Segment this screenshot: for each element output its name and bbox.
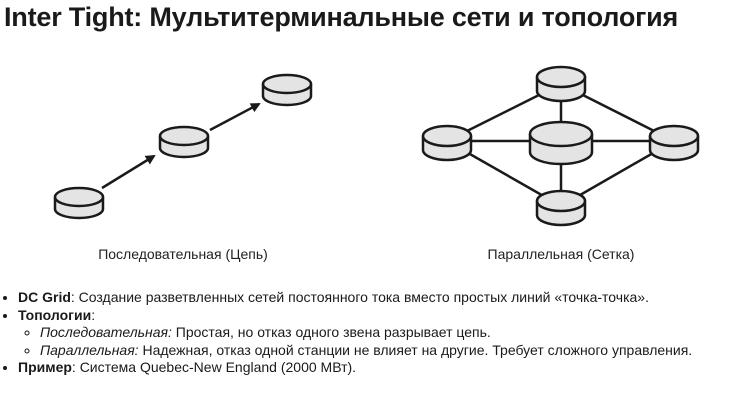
bullet-list: DC Grid: Создание разветвленных сетей по… (0, 289, 745, 377)
parallel-mesh-diagram: Параллельная (Сетка) (421, 65, 700, 262)
sub-bullet-serial: Последовательная: Простая, но отказ одно… (40, 324, 745, 342)
bullet-dc-grid: DC Grid: Создание разветвленных сетей по… (18, 289, 745, 307)
serial-term: Последовательная: (40, 324, 172, 341)
bullet-example: Пример: Система Quebec-New England (2000… (18, 359, 745, 377)
page-title: Inter Tight: Мультитерминальные сети и т… (4, 2, 679, 32)
parallel-term: Параллельная: (40, 341, 139, 358)
serial-chain-diagram: Последовательная (Цепь) (53, 73, 313, 262)
chain-node-1 (53, 186, 105, 220)
example-text: : Система Quebec-New England (2000 МВт). (71, 359, 357, 376)
topologies-colon: : (91, 306, 96, 323)
example-term: Пример (18, 359, 72, 376)
serial-text: Простая, но отказ одного звена разрывает… (171, 324, 491, 341)
mesh-node-top (535, 65, 587, 103)
chain-arrow-1 (101, 154, 156, 190)
sub-bullet-parallel: Параллельная: Надежная, отказ одной стан… (40, 342, 745, 360)
chain-node-3 (261, 73, 313, 107)
bullet-topologies: Топологии: Последовательная: Простая, но… (18, 307, 745, 360)
mesh-node-center (528, 120, 594, 166)
serial-caption: Последовательная (Цепь) (98, 246, 268, 262)
parallel-caption: Параллельная (Сетка) (488, 246, 635, 262)
parallel-text: Надежная, отказ одной станции не влияет … (138, 341, 693, 358)
topology-diagrams: Последовательная (Цепь) (53, 65, 700, 262)
dc-grid-term: DC Grid (18, 289, 71, 305)
mesh-node-left (421, 124, 473, 162)
mesh-node-right (648, 124, 700, 162)
topologies-term: Топологии (18, 306, 92, 323)
chain-arrow-2 (209, 102, 261, 132)
dc-grid-text: : Создание разветвленных сетей постоянно… (70, 289, 649, 305)
mesh-node-bottom (535, 189, 587, 227)
chain-node-2 (158, 125, 210, 159)
